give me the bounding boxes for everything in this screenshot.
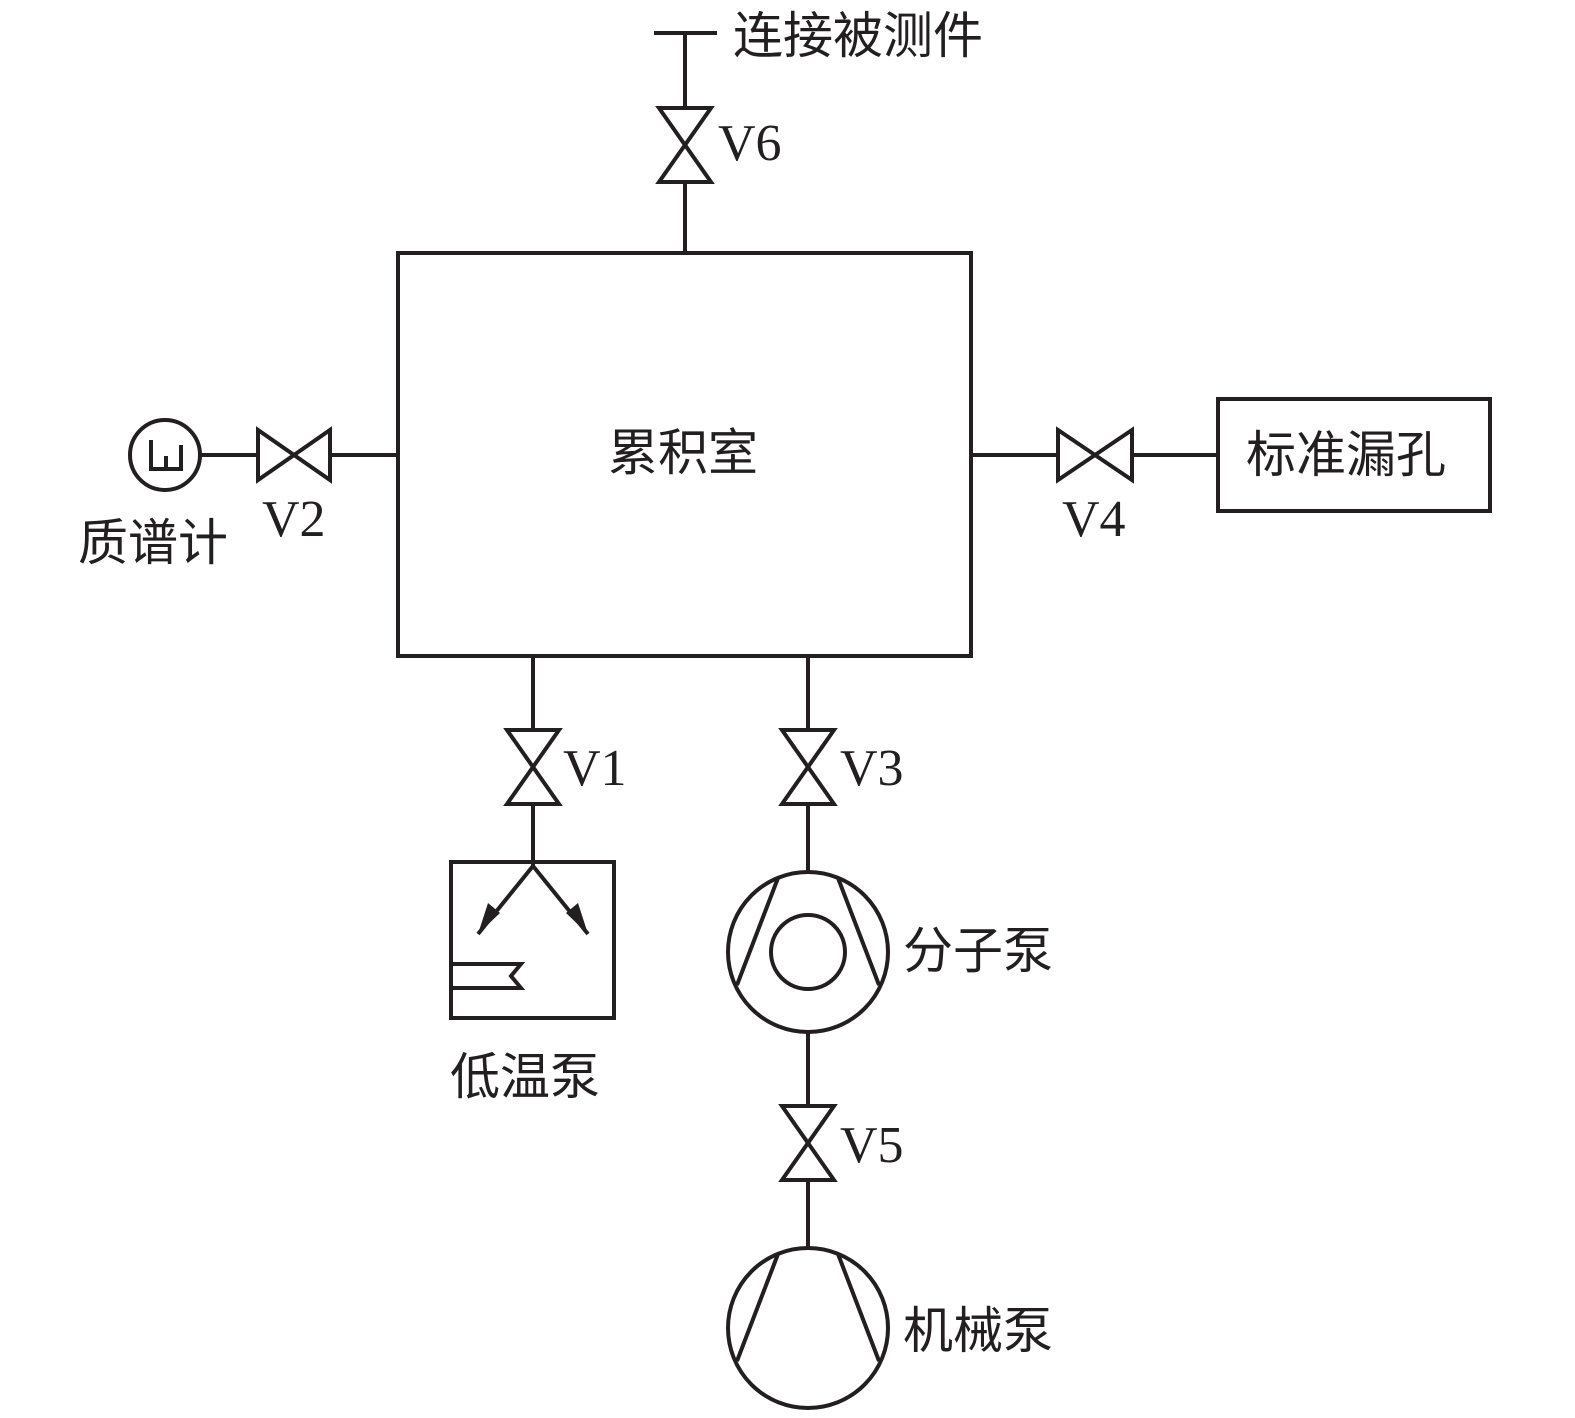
valve-v2-label: V2 [262, 491, 326, 548]
valve-v6-label: V6 [718, 115, 782, 172]
dut-label: 连接被测件 [733, 7, 983, 65]
valve-v3-label: V3 [840, 740, 904, 797]
dut-connection [654, 31, 717, 253]
standard-leak-box [1216, 397, 1492, 513]
valve-v1-label: V1 [563, 740, 627, 797]
valve-v6[interactable] [655, 106, 715, 184]
molecular-pump-label: 分子泵 [903, 922, 1053, 980]
cryo-pump-icon [449, 860, 616, 1020]
valve-v2[interactable] [256, 426, 332, 484]
mechanical-pump-label: 机械泵 [903, 1302, 1053, 1360]
valve-v1[interactable] [503, 728, 563, 806]
chamber-label: 累积室 [608, 424, 758, 482]
valve-v4[interactable] [1056, 426, 1134, 484]
mass-spectrometer-icon [128, 418, 202, 492]
valve-v5-label: V5 [840, 1117, 904, 1174]
valve-v3[interactable] [778, 728, 838, 806]
molecular-pump-icon [726, 870, 890, 1034]
cryo-pump-label: 低温泵 [450, 1048, 600, 1106]
std-leak-label: 标准漏孔 [1246, 426, 1446, 484]
valve-v4-label: V4 [1062, 491, 1126, 548]
mechanical-pump-icon [726, 1246, 890, 1410]
mass-spec-label: 质谱计 [78, 514, 228, 572]
valve-v5[interactable] [778, 1104, 838, 1182]
